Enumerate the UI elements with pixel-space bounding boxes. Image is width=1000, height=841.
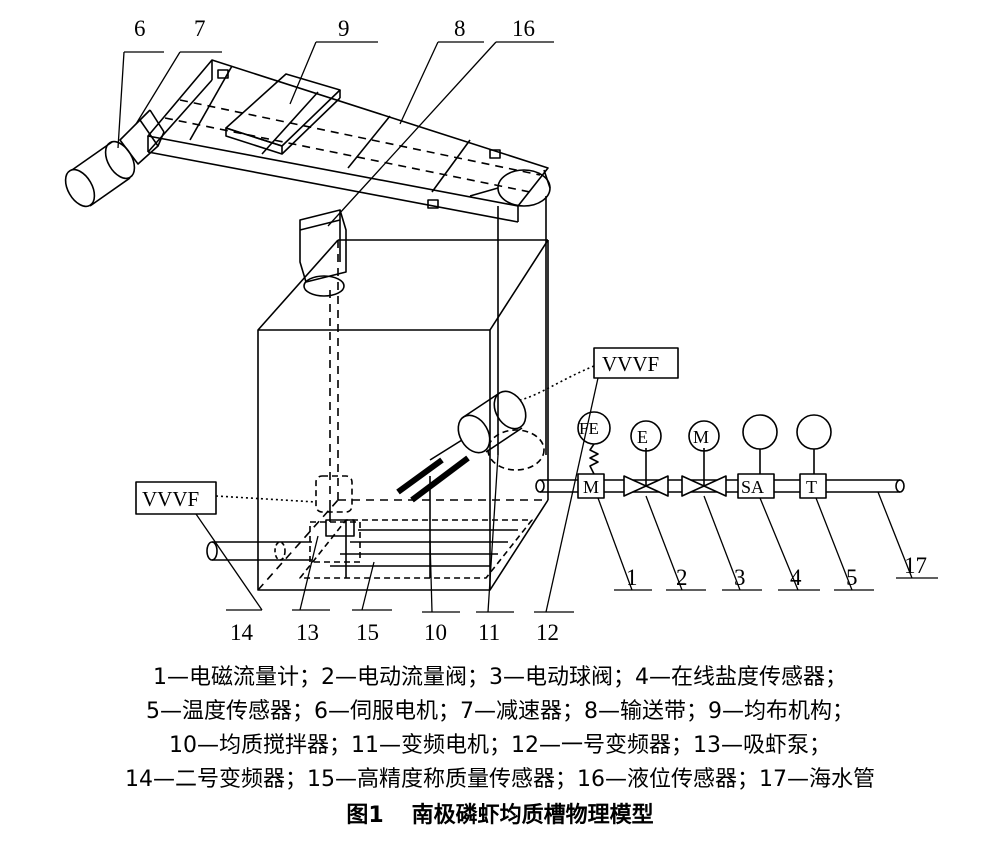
caption-title: 南极磷虾均质槽物理模型 (411, 803, 654, 828)
variable-frequency-motor (429, 390, 545, 471)
m-label: M (693, 427, 709, 447)
flowmeter-body (577, 473, 605, 499)
level-sensor (299, 209, 347, 297)
tank (257, 239, 549, 591)
label-12: 12 (536, 620, 559, 645)
vvvf-box-left (135, 481, 217, 515)
ball-valve (681, 448, 727, 497)
figure-caption: 图1 南极磷虾均质槽物理模型 (0, 801, 1000, 831)
pipe-t-label: T (806, 477, 817, 497)
pipe-sa-label: SA (741, 477, 764, 497)
salinity-sensor-body (737, 473, 775, 499)
pipe-m-label: M (583, 477, 599, 497)
label-4: 4 (790, 565, 802, 590)
e-label: E (637, 427, 648, 447)
weighing-sensor (299, 519, 533, 579)
reducer (119, 109, 165, 165)
homogenizing-stirrer (396, 455, 470, 578)
vvvf-right-label: VVVF (602, 352, 659, 376)
label-6: 6 (134, 16, 146, 41)
flow-valve (623, 448, 669, 497)
label-15: 15 (356, 620, 379, 645)
label-3: 3 (734, 565, 746, 590)
m-instrument (688, 420, 720, 452)
label-14: 14 (230, 620, 254, 645)
legend-line-4: 14—二号变频器；15—高精度称质量传感器；16—液位传感器；17—海水管 (125, 767, 875, 792)
servo-motor (64, 140, 136, 208)
distribution-mechanism (225, 73, 341, 155)
legend-line-2: 5—温度传感器；6—伺服电机；7—减速器；8—输送带；9—均布机构； (146, 699, 854, 724)
label-2: 2 (676, 565, 688, 590)
label-1: 1 (626, 565, 638, 590)
caption-label: 图1 (346, 803, 384, 828)
label-9: 9 (338, 16, 350, 41)
label-7: 7 (194, 16, 206, 41)
conveyor-belt (147, 59, 551, 223)
e-instrument (630, 420, 662, 452)
vvvf-left-label: VVVF (142, 487, 199, 511)
label-16: 16 (512, 16, 535, 41)
sa-instrument (742, 414, 778, 450)
label-17: 17 (904, 553, 927, 578)
inlet-pipe (206, 541, 312, 561)
leader-lines (117, 41, 938, 613)
temperature-sensor-body (799, 473, 827, 499)
fe-spring (589, 443, 599, 475)
label-8: 8 (454, 16, 466, 41)
fe-label: FE (579, 419, 599, 438)
label-11: 11 (478, 620, 500, 645)
label-10: 10 (424, 620, 447, 645)
vvvf-left-cable (215, 495, 317, 503)
vvvf-right-cable (519, 365, 595, 401)
legend-line-1: 1—电磁流量计；2—电动流量阀；3—电动球阀；4—在线盐度传感器； (153, 665, 847, 690)
label-13: 13 (296, 620, 319, 645)
label-5: 5 (846, 565, 858, 590)
vvvf-box-right (593, 347, 679, 379)
legend-line-3: 10—均质搅拌器；11—变频电机；12—一号变频器；13—吸虾泵； (169, 733, 831, 758)
t-instrument (796, 414, 832, 450)
shrimp-suction-pump (309, 475, 361, 563)
